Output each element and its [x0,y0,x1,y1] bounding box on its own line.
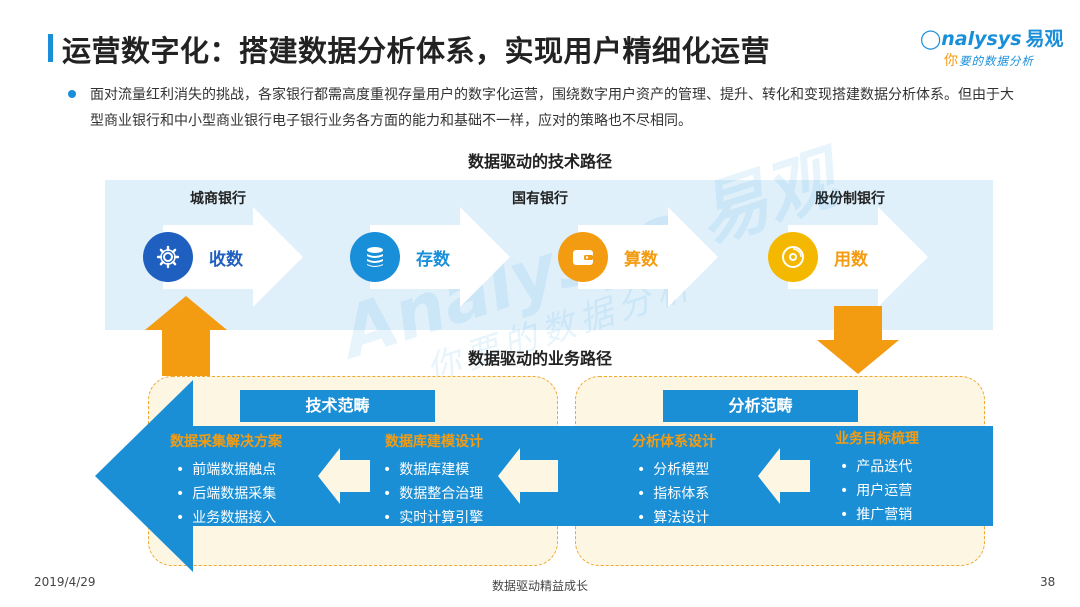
title-accent-bar [48,34,53,62]
section-list-collection: 前端数据触点 后端数据采集 业务数据接入 [176,458,276,530]
list-item: 指标体系 [637,482,709,506]
logo-tagline: 你要的数据分析 [944,53,1034,69]
chevron-arrow-shape [578,207,718,307]
logo-brand-cn: 易观 [1025,28,1064,50]
list-item: 实时计算引擎 [383,506,483,530]
tech-step-compute: 算数 [558,207,728,307]
chevron-arrow-shape [163,207,303,307]
tech-step-label: 用数 [834,250,868,270]
wallet-icon [558,232,608,282]
footer-center-text: 数据驱动精益成长 [491,579,588,593]
logo-o-swoosh-icon: ◯ [920,28,942,50]
analysis-category-label: 分析范畴 [663,390,858,422]
section-list-business-goals: 产品迭代 用户运营 推广营销 [840,455,912,527]
section-title-db-modeling: 数据库建模设计 [385,434,483,450]
biz-path-heading: 数据驱动的业务路径 [467,349,612,368]
list-item: 产品迭代 [840,455,912,479]
gear-icon [143,232,193,282]
tech-path-heading: 数据驱动的技术路径 [467,152,612,171]
logo-brand: nalysys [941,28,1022,50]
disc-icon [768,232,818,282]
tech-step-use: 用数 [768,207,938,307]
page-number: 38 [1040,575,1056,589]
list-item: 业务数据接入 [176,506,276,530]
section-title-collection: 数据采集解决方案 [170,434,282,450]
list-item: 分析模型 [637,458,709,482]
list-item: 算法设计 [637,506,709,530]
bank-label-city: 城商银行 [190,191,246,207]
list-item: 推广营销 [840,503,912,527]
list-item: 前端数据触点 [176,458,276,482]
tech-step-label: 算数 [624,250,658,270]
tech-step-label: 存数 [416,250,450,270]
tech-step-collect: 收数 [143,207,313,307]
section-title-analysis-system: 分析体系设计 [632,434,716,450]
section-list-analysis-system: 分析模型 指标体系 算法设计 [637,458,709,530]
bank-label-state: 国有银行 [512,191,568,207]
footer-date: 2019/4/29 [34,575,96,589]
section-title-business-goals: 业务目标梳理 [835,431,919,447]
bullet-icon [68,90,76,98]
page-title: 运营数字化：搭建数据分析体系，实现用户精细化运营 [62,34,771,68]
list-item: 数据整合治理 [383,482,483,506]
list-item: 用户运营 [840,479,912,503]
database-icon [350,232,400,282]
chevron-arrow-shape [370,207,510,307]
list-item: 后端数据采集 [176,482,276,506]
list-item: 数据库建模 [383,458,483,482]
intro-paragraph: 面对流量红利消失的挑战，各家银行都需高度重视存量用户的数字化运营，围绕数字用户资… [90,87,1014,129]
bank-label-joint-stock: 股份制银行 [815,191,885,207]
chevron-arrow-shape [788,207,928,307]
section-list-db-modeling: 数据库建模 数据整合治理 实时计算引擎 [383,458,483,530]
tech-step-label: 收数 [209,250,243,270]
tech-category-label: 技术范畴 [240,390,435,422]
tech-step-store: 存数 [350,207,520,307]
